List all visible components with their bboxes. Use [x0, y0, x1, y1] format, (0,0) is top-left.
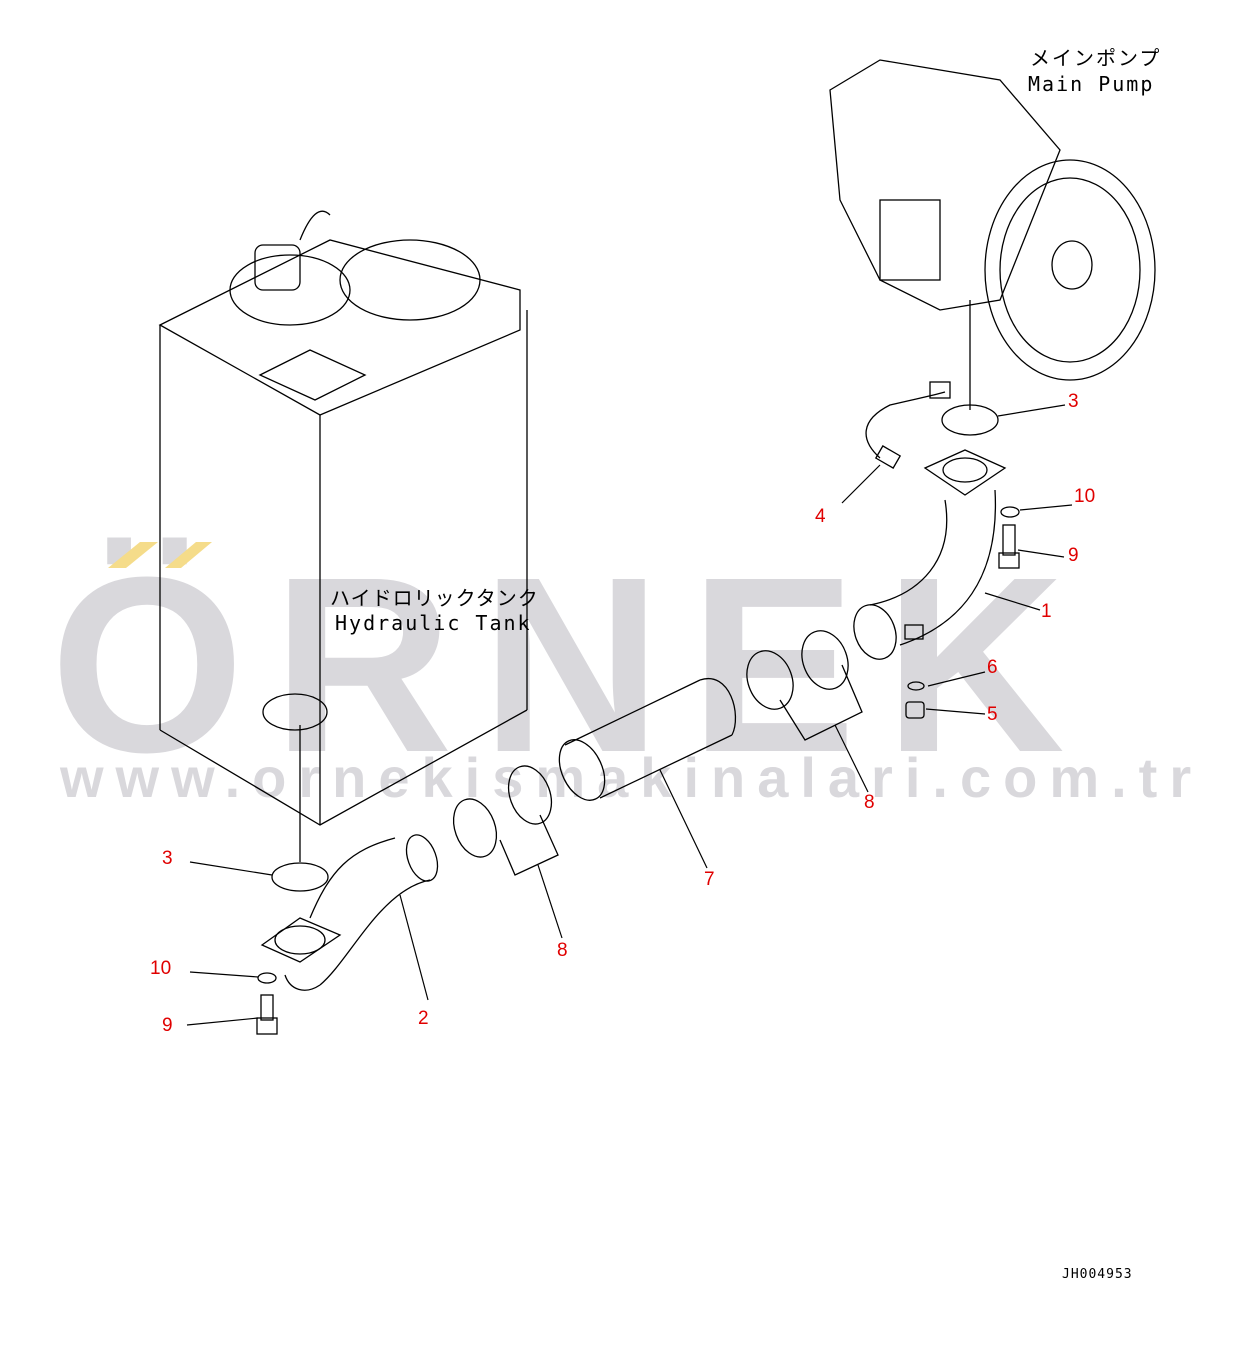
callout-6[interactable]: 6 [987, 657, 998, 678]
callout-3-top[interactable]: 3 [1068, 391, 1079, 412]
main-pump-label-en: Main Pump [1028, 72, 1155, 96]
tank-label-jp: ハイドロリックタンク [330, 586, 539, 610]
hose-7 [558, 677, 737, 801]
callout-10-bottom[interactable]: 10 [150, 958, 172, 979]
watermark-url: www.ornekismakinalari.com.tr [60, 746, 1204, 809]
leader-lines [186, 404, 1073, 1026]
main-pump-label-jp: メインポンプ [1030, 46, 1162, 70]
elbow-pipe-1 [853, 449, 1007, 660]
elbow-pipe-2 [260, 834, 439, 991]
sensor-cable [865, 391, 946, 459]
o-ring-top [941, 404, 999, 436]
main-pump [829, 59, 1156, 381]
callout-1[interactable]: 1 [1041, 601, 1052, 622]
callout-7[interactable]: 7 [704, 869, 715, 890]
callout-9-top[interactable]: 9 [1068, 545, 1079, 566]
callout-2[interactable]: 2 [418, 1008, 429, 1029]
hydraulic-tank [158, 210, 528, 826]
callout-8-left[interactable]: 8 [557, 940, 568, 961]
callout-8-right[interactable]: 8 [864, 792, 875, 813]
watermark-accent [108, 542, 158, 568]
callout-5[interactable]: 5 [987, 704, 998, 725]
callout-4[interactable]: 4 [815, 506, 826, 527]
drawing-code: JH004953 [1062, 1267, 1133, 1282]
tank-label-en: Hydraulic Tank [335, 611, 532, 635]
watermark-brand: ÖRNEK [50, 525, 1093, 804]
callout-10-top[interactable]: 10 [1074, 486, 1096, 507]
callout-3-bottom[interactable]: 3 [162, 848, 173, 869]
callout-9-bottom[interactable]: 9 [162, 1015, 173, 1036]
